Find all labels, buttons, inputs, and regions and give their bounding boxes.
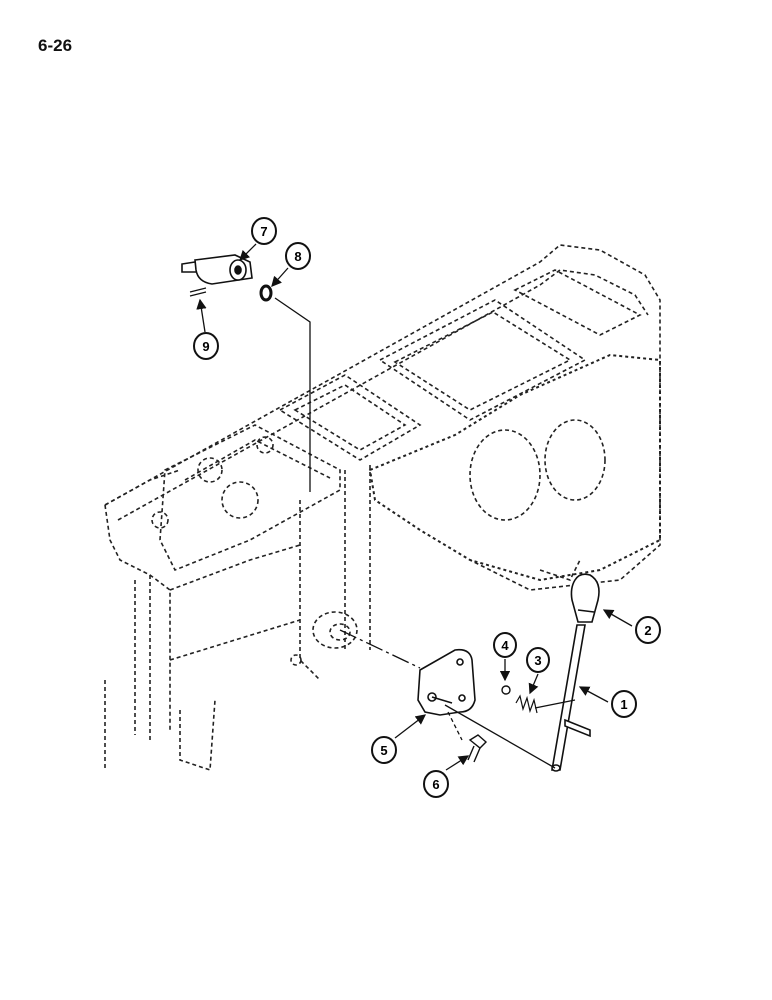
detent-spring	[515, 694, 538, 714]
callout-9: 9	[193, 298, 219, 360]
roll-pin	[189, 287, 207, 297]
shift-lever	[551, 624, 591, 772]
page-number: 6-26	[38, 36, 73, 55]
shift-rail-fitting	[181, 254, 253, 285]
callout-6: 6	[423, 755, 470, 798]
callout-2: 2	[602, 609, 661, 644]
callout-label: 9	[202, 339, 209, 354]
transmission-housing	[104, 244, 661, 772]
assembly-lines	[274, 297, 576, 769]
callout-label: 3	[534, 653, 541, 668]
detent-ball	[501, 685, 511, 695]
callout-label: 8	[294, 249, 301, 264]
callout-5: 5	[371, 714, 427, 764]
callout-8: 8	[271, 242, 311, 287]
callout-label: 4	[501, 638, 509, 653]
callout-label: 5	[380, 743, 387, 758]
lever-mounting-plate	[417, 648, 476, 716]
callout-4: 4	[493, 632, 517, 682]
o-ring	[259, 284, 273, 302]
callout-label: 7	[260, 224, 267, 239]
bolt	[467, 734, 488, 763]
callout-label: 6	[432, 777, 439, 792]
callout-7: 7	[239, 217, 277, 261]
callout-label: 2	[644, 623, 651, 638]
shift-knob	[570, 573, 600, 623]
callout-label: 1	[620, 697, 627, 712]
callout-1: 1	[578, 686, 637, 718]
callout-3: 3	[526, 647, 550, 695]
